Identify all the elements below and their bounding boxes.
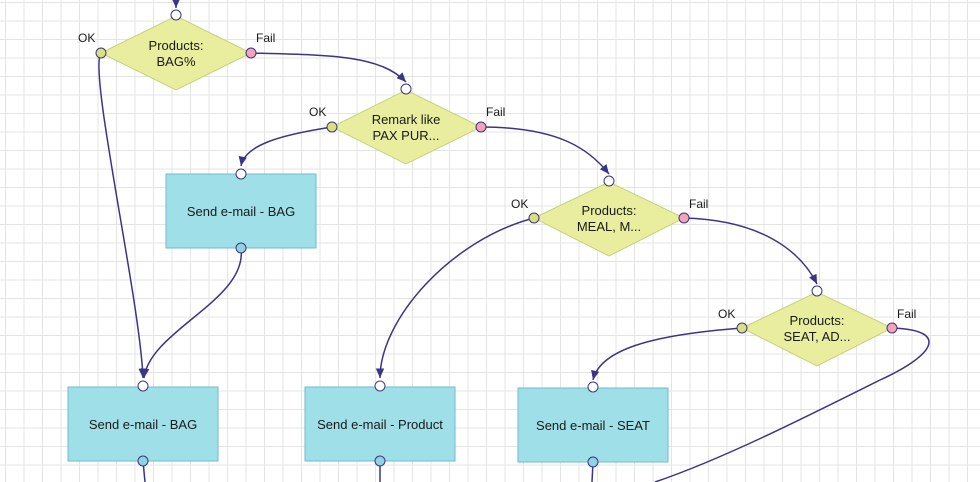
action-label: Send e-mail - SEAT: [536, 418, 650, 433]
ok-port[interactable]: [95, 47, 107, 59]
action-box: [517, 387, 669, 463]
action-label: Send e-mail - Product: [317, 417, 443, 432]
ok-label: OK: [78, 31, 95, 45]
decision-shape: [99, 15, 253, 91]
fail-label: Fail: [486, 105, 505, 119]
ok-port[interactable]: [326, 121, 338, 133]
edge-d2-ok-to-a1[interactable]: [238, 126, 333, 167]
decision-line-1: Products:: [582, 203, 637, 218]
fail-port[interactable]: [475, 121, 487, 133]
decision-line-2: BAG%: [156, 54, 195, 69]
action-label: Send e-mail - BAG: [89, 417, 197, 432]
edge-a1-to-a2[interactable]: [141, 247, 242, 379]
input-port[interactable]: [587, 381, 599, 393]
edge-d4-fail-continues[interactable]: [654, 327, 930, 482]
action-node[interactable]: Send e-mail - BAG: [165, 168, 317, 254]
output-port[interactable]: [235, 242, 247, 254]
input-port[interactable]: [400, 83, 412, 95]
edge-d2-fail-to-d3[interactable]: [480, 126, 610, 175]
action-box: [304, 386, 456, 462]
fail-label: Fail: [689, 197, 708, 211]
input-port[interactable]: [170, 9, 182, 21]
decision-line-1: Products:: [149, 38, 204, 53]
edge-d1-ok-to-a2[interactable]: [98, 52, 147, 379]
fail-port[interactable]: [678, 212, 690, 224]
input-port[interactable]: [137, 380, 149, 392]
fail-port[interactable]: [886, 322, 898, 334]
action-box: [165, 173, 317, 249]
fail-port[interactable]: [245, 47, 257, 59]
edge-d1-fail-to-d2[interactable]: [250, 52, 407, 83]
ok-label: OK: [309, 105, 326, 119]
action-node[interactable]: Send e-mail - BAG: [67, 380, 219, 467]
decision-node[interactable]: Products: SEAT, AD... OK Fail: [718, 285, 916, 367]
decision-node[interactable]: Products: BAG% OK Fail: [78, 9, 275, 91]
decision-node[interactable]: Products: MEAL, M... OK Fail: [511, 175, 708, 257]
edge-d3-ok-to-a3[interactable]: [375, 217, 535, 379]
output-port[interactable]: [374, 455, 386, 467]
decision-line-1: Products:: [790, 313, 845, 328]
action-node[interactable]: Send e-mail - SEAT: [517, 381, 669, 468]
decision-line-1: Remark like: [372, 112, 441, 127]
fail-label: Fail: [897, 307, 916, 321]
input-port[interactable]: [374, 380, 386, 392]
input-port[interactable]: [603, 175, 615, 187]
input-port[interactable]: [811, 285, 823, 297]
edge-d4-ok-to-a4[interactable]: [591, 327, 743, 381]
decision-node[interactable]: Remark like PAX PUR... OK Fail: [309, 83, 505, 165]
ok-port[interactable]: [736, 322, 748, 334]
decision-line-2: PAX PUR...: [373, 128, 440, 143]
input-port[interactable]: [235, 168, 247, 180]
ok-label: OK: [511, 197, 528, 211]
fail-label: Fail: [256, 31, 275, 45]
edge-d3-fail-to-d4[interactable]: [683, 217, 818, 285]
output-port[interactable]: [587, 456, 599, 468]
ok-label: OK: [718, 307, 735, 321]
ok-port[interactable]: [528, 212, 540, 224]
action-label: Send e-mail - BAG: [187, 204, 295, 219]
decision-line-2: MEAL, M...: [577, 219, 641, 234]
action-node[interactable]: Send e-mail - Product: [304, 380, 456, 467]
output-port[interactable]: [137, 455, 149, 467]
decision-line-2: SEAT, AD...: [784, 329, 851, 344]
decision-shape: [330, 89, 483, 165]
action-box: [67, 386, 219, 462]
